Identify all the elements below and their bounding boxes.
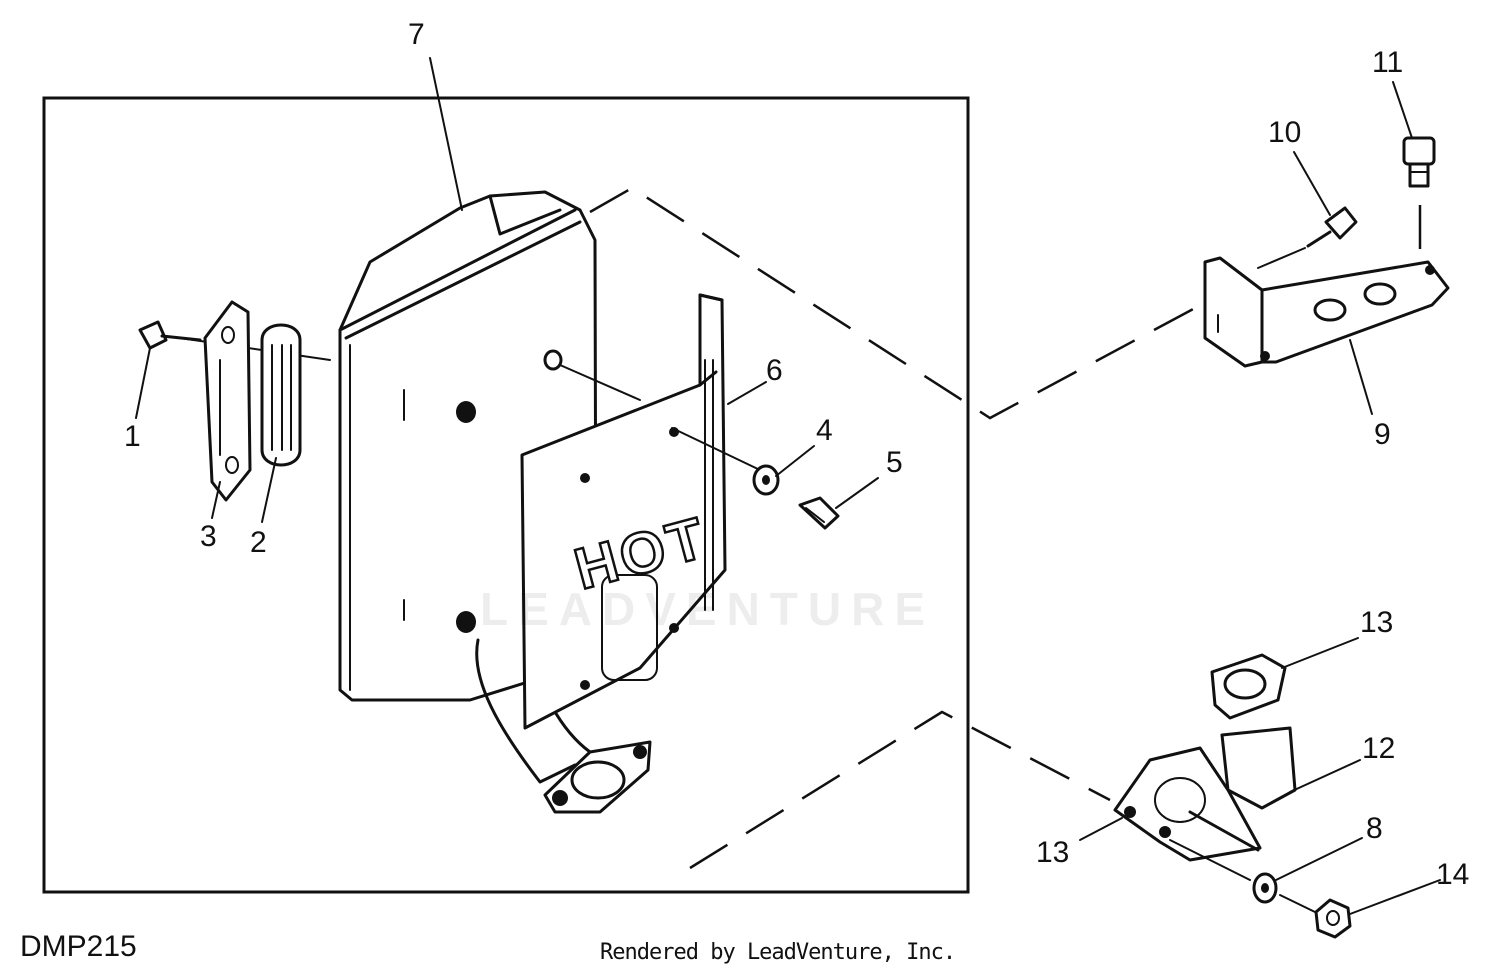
shield-bolt-line [671, 427, 761, 471]
spark-arrester-screen [260, 323, 302, 467]
washer-4 [752, 464, 780, 496]
watermark: LEADVENTURE [480, 583, 936, 635]
bolt-11 [1402, 136, 1436, 188]
callout-8: 8 [1366, 812, 1383, 845]
alignment-lines [589, 186, 1422, 870]
mounting-bracket [1203, 256, 1450, 368]
render-credit: Rendered by LeadVenture, Inc. [600, 940, 956, 965]
assembly-frame [42, 96, 970, 894]
nut-14 [1314, 898, 1352, 939]
stud-line [1169, 839, 1251, 881]
callout-4: 4 [816, 414, 833, 447]
callout-13-top: 13 [1360, 606, 1393, 639]
screw-1 [138, 320, 331, 361]
callout-5: 5 [886, 446, 903, 479]
washer-8 [1252, 872, 1278, 904]
bolt-5 [798, 496, 840, 530]
callout-10: 10 [1268, 116, 1301, 149]
callout-14: 14 [1436, 858, 1469, 891]
spark-arrester-bracket [203, 300, 252, 502]
callout-9: 9 [1374, 418, 1391, 451]
callout-12: 12 [1362, 732, 1395, 765]
muffler-bolt-line [559, 364, 641, 401]
callout-7: 7 [408, 18, 425, 51]
callout-1: 1 [124, 420, 141, 453]
callout-labels: 1 2 3 4 5 6 7 8 9 10 11 12 13 13 14 [124, 18, 1469, 891]
figure-code: DMP215 [20, 930, 137, 963]
stud-line-2 [1279, 894, 1316, 913]
callout-3: 3 [200, 520, 217, 553]
heat-shield: HOT [520, 293, 727, 730]
bolt-10 [1257, 206, 1358, 269]
callout-13-bottom: 13 [1036, 836, 1069, 869]
callout-2: 2 [250, 526, 267, 559]
exhaust-elbow [1113, 653, 1297, 862]
callout-11: 11 [1372, 46, 1403, 79]
callout-6: 6 [766, 354, 783, 387]
leader-lines [135, 57, 1441, 915]
